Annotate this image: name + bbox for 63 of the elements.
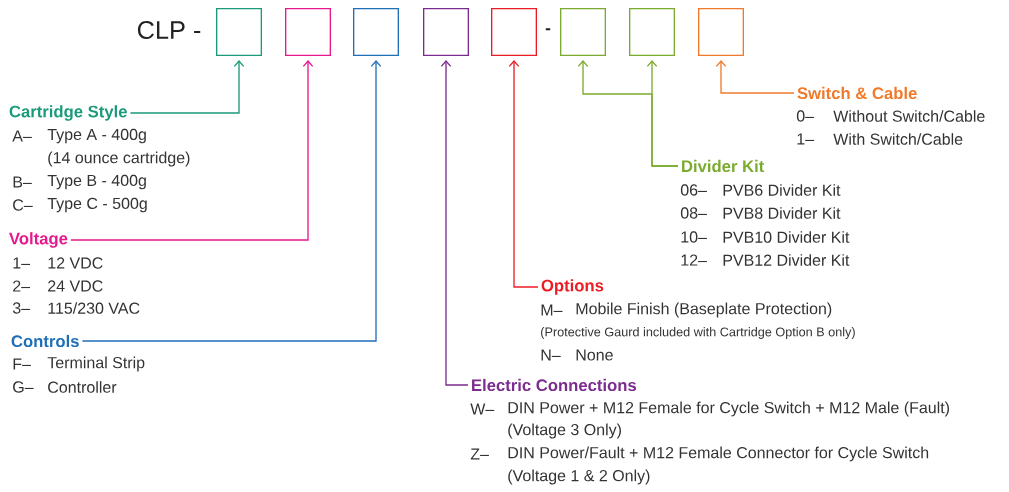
option-code: 3–: [12, 302, 31, 314]
option-code: M–: [541, 304, 563, 316]
leader-arrow: [715, 60, 795, 94]
option-text: 115/230 VAC: [48, 302, 140, 314]
option-text: PVB6 Divider Kit: [723, 184, 841, 196]
option-text: Mobile Finish (Baseplate Protection): [576, 302, 832, 318]
option-text: Type A - 400g: [47, 128, 146, 144]
leader-arrow: [440, 60, 469, 386]
section-heading: Switch & Cable: [797, 86, 917, 100]
option-code: 12–: [681, 254, 707, 266]
option-text: Type B - 400g: [47, 174, 146, 190]
leader-arrow: [646, 60, 679, 167]
option-text: (Voltage 1 & 2 Only): [508, 469, 650, 485]
section-heading: Voltage: [9, 232, 68, 248]
section-heading: Options: [541, 279, 604, 295]
option-text: Terminal Strip: [47, 356, 145, 372]
option-text: (14 ounce cartridge): [48, 151, 190, 167]
code-box: [491, 8, 537, 56]
leader-arrow: [508, 60, 539, 288]
option-text: None: [576, 349, 613, 361]
note-text: (Protective Gaurd included with Cartridge Option B only): [541, 327, 855, 339]
option-text: Type C - 500g: [47, 197, 147, 213]
code-box: [216, 8, 262, 56]
option-code: B–: [13, 176, 32, 188]
option-code: Z–: [470, 448, 489, 460]
option-text: 12 VDC: [48, 257, 103, 269]
option-text: 24 VDC: [48, 280, 103, 292]
option-code: N–: [541, 349, 561, 361]
leader-arrow: [70, 60, 314, 241]
option-text: PVB10 Divider Kit: [723, 231, 850, 243]
option-text: PVB12 Divider Kit: [723, 254, 850, 266]
code-box: [629, 8, 675, 56]
option-code: 0–: [796, 110, 815, 122]
code-box: [698, 8, 744, 56]
option-code: 1–: [797, 133, 815, 145]
code-box: [353, 8, 399, 56]
option-text: Without Switch/Cable: [833, 110, 985, 122]
option-text: (Voltage 3 Only): [508, 423, 621, 439]
leader-arrow: [81, 60, 382, 342]
section-heading: Controls: [11, 334, 79, 348]
option-code: A–: [12, 130, 32, 142]
leader-arrow: [129, 60, 245, 114]
code-box: [285, 8, 331, 56]
option-text: DIN Power/Fault + M12 Female Connector for Cycle Switch: [508, 446, 929, 462]
section-heading: Divider Kit: [682, 159, 765, 173]
option-text: With Switch/Cable: [833, 133, 963, 145]
option-text: PVB8 Divider Kit: [723, 207, 841, 219]
option-code: 1–: [13, 257, 31, 269]
code-box: [423, 8, 469, 56]
section-heading: Electric Connections: [472, 378, 637, 392]
option-text: DIN Power + M12 Female for Cycle Switch + M12 Male (Fault): [508, 401, 949, 417]
code-box: [560, 8, 606, 56]
option-code: G–: [13, 381, 34, 393]
option-text: Controller: [48, 381, 117, 393]
option-code: 10–: [681, 231, 707, 243]
option-code: 06–: [680, 184, 707, 196]
option-code: C–: [13, 199, 33, 211]
option-code: F–: [13, 358, 31, 370]
option-code: W–: [470, 403, 495, 415]
option-code: 08–: [680, 207, 707, 219]
section-heading: Cartridge Style: [9, 105, 127, 121]
option-code: 2–: [13, 280, 31, 292]
separator-dash: -: [545, 28, 551, 31]
